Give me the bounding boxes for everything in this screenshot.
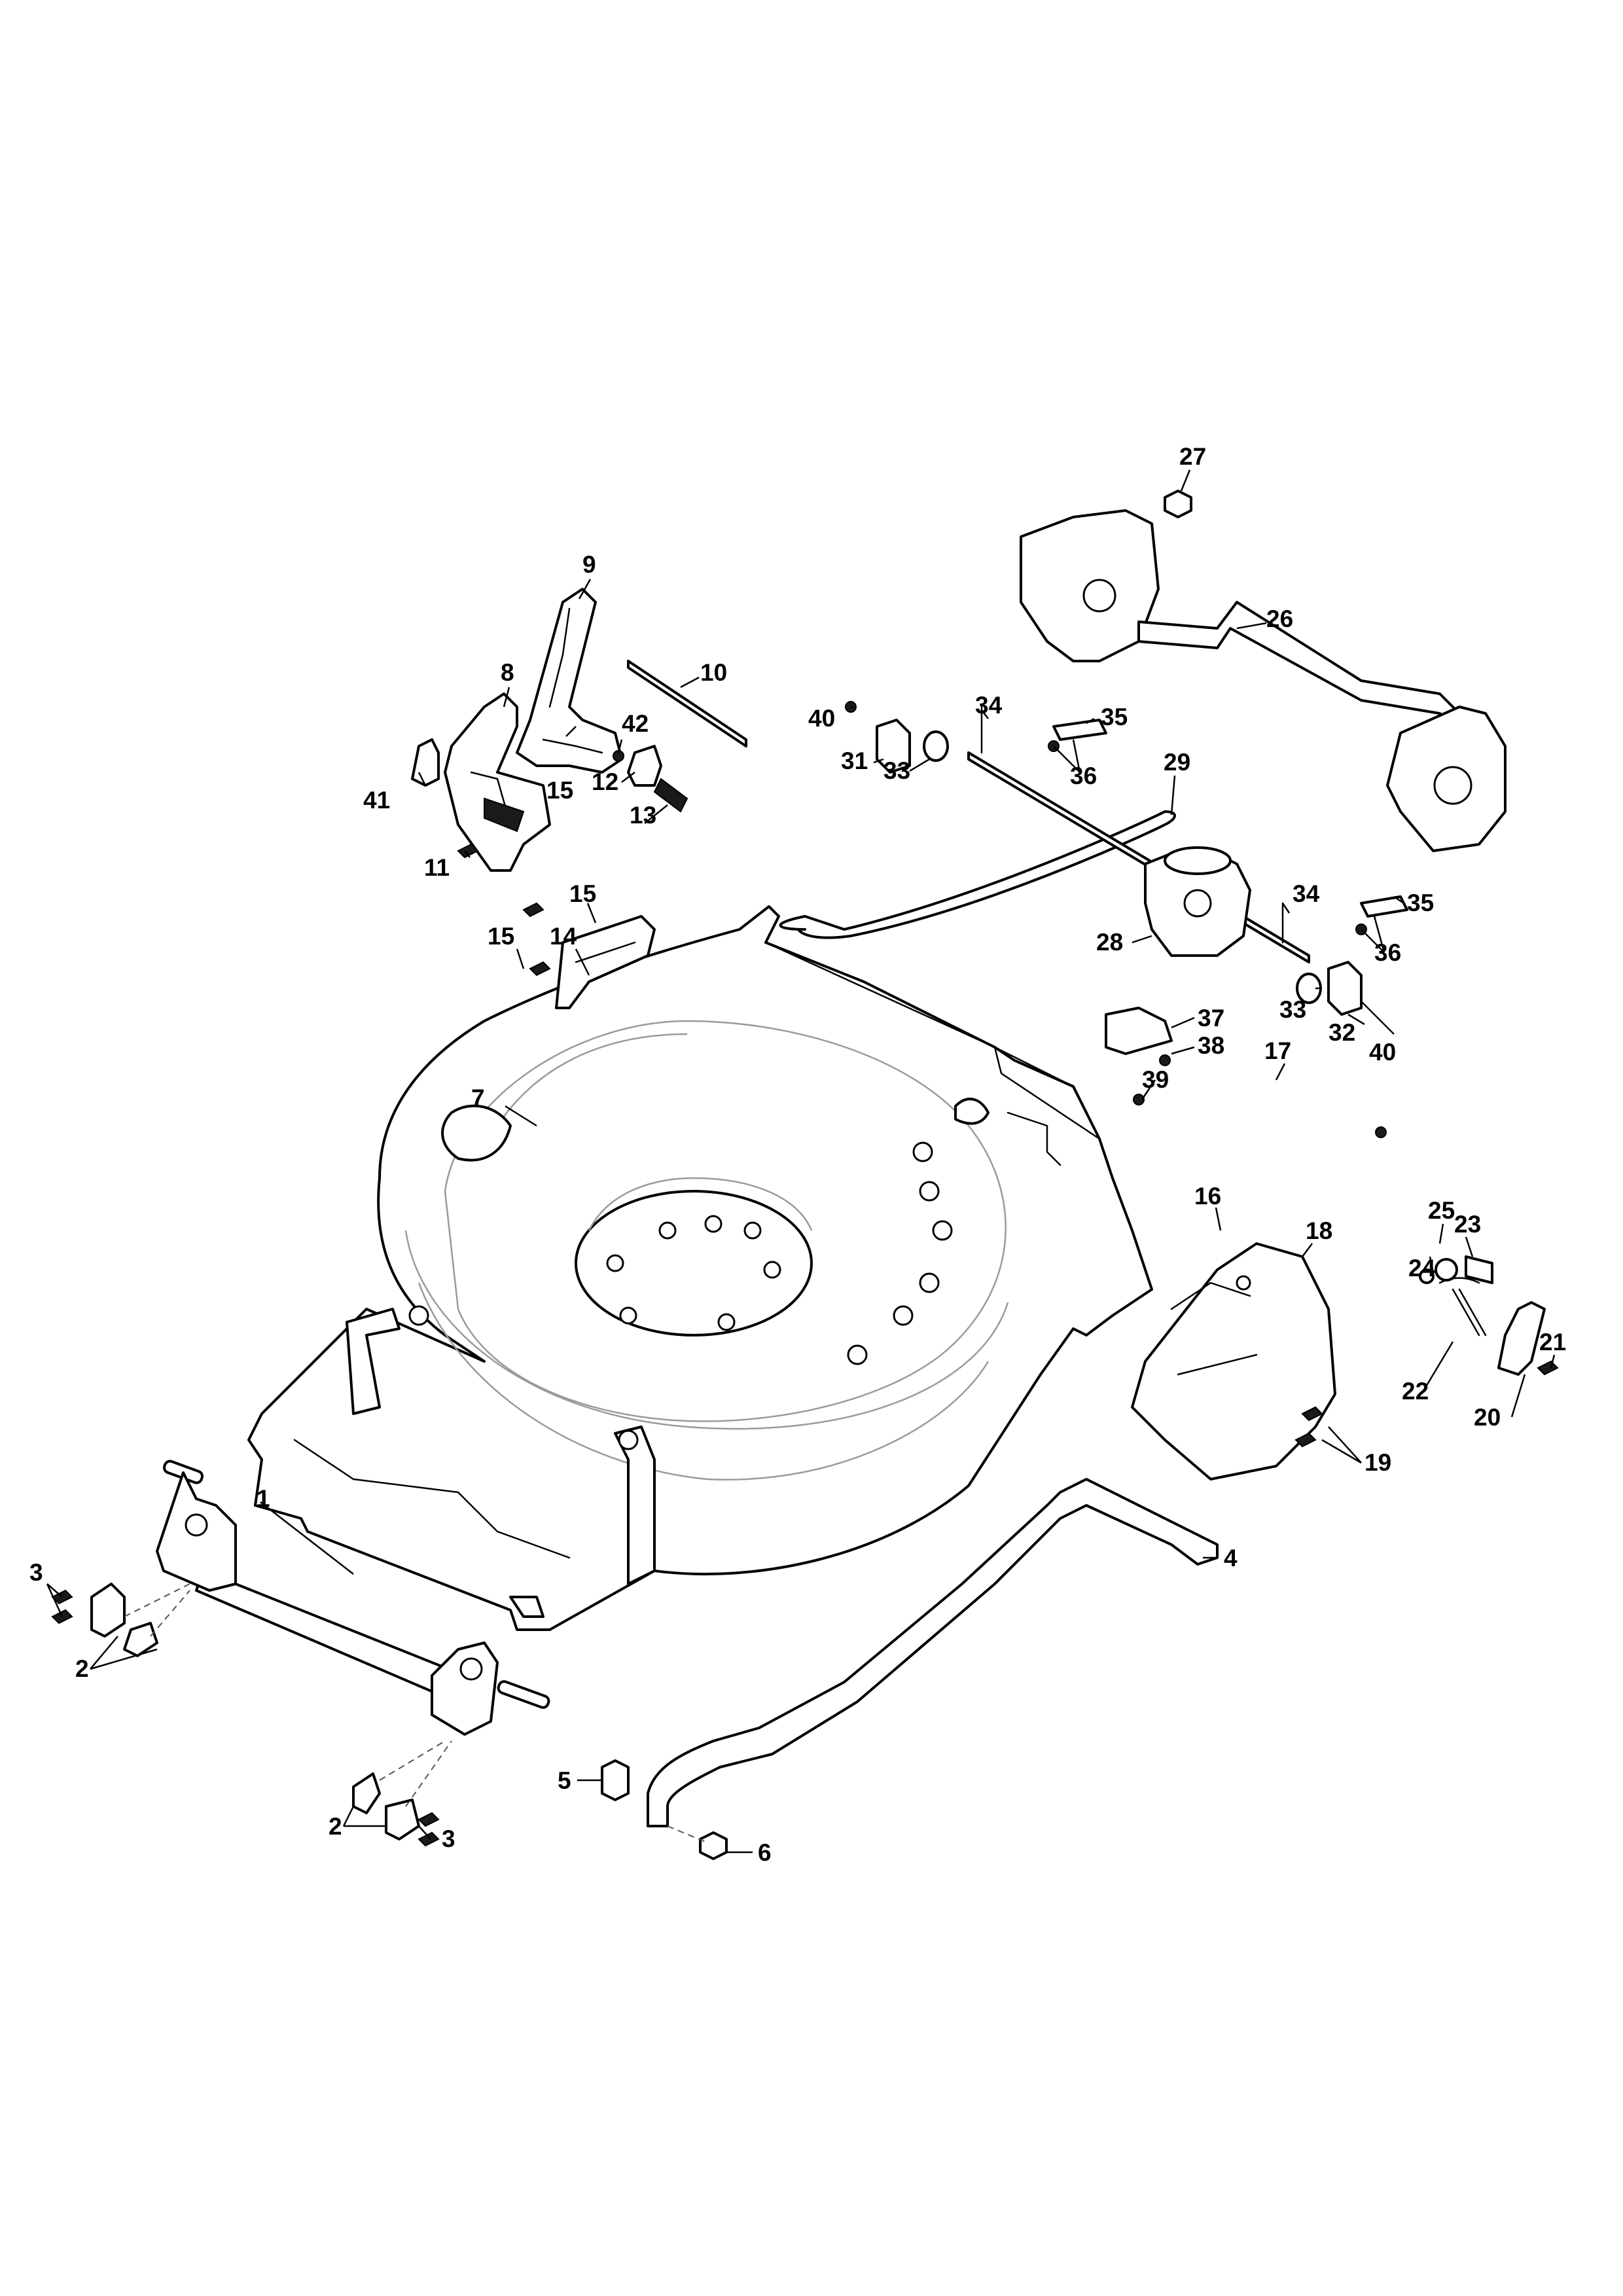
callout: 33 — [1279, 996, 1306, 1023]
callout: 37 — [1198, 1005, 1224, 1031]
callout: 35 — [1101, 704, 1128, 730]
drive-assembly — [779, 701, 1408, 1138]
callout: 23 — [1454, 1211, 1481, 1238]
callout: 3 — [29, 1559, 43, 1586]
callout: 31 — [841, 747, 868, 774]
callout: 14 — [550, 923, 577, 950]
callout: 19 — [1364, 1449, 1391, 1476]
callout: 8 — [501, 659, 514, 686]
callout: 22 — [1402, 1378, 1429, 1405]
callout: 36 — [1374, 939, 1401, 966]
callout: 34 — [975, 692, 1003, 719]
callout: 25 — [1428, 1197, 1455, 1224]
callout: 21 — [1539, 1329, 1566, 1355]
callout: 2 — [329, 1813, 342, 1840]
spring-bracket-assembly — [1419, 1255, 1559, 1376]
callout: 33 — [883, 757, 910, 784]
callout: 15 — [488, 923, 514, 950]
callout: 1 — [257, 1485, 270, 1512]
callout: 29 — [1164, 749, 1190, 776]
callout-labels: 1 2 2 3 3 4 5 6 7 8 9 10 11 12 13 14 15 … — [29, 443, 1566, 1866]
callout: 41 — [363, 787, 390, 814]
callout: 28 — [1096, 929, 1123, 956]
mower-deck — [247, 905, 1153, 1631]
callout: 39 — [1142, 1066, 1169, 1093]
front-axle-assembly — [51, 1460, 550, 1847]
callout: 5 — [558, 1767, 571, 1794]
callout: 15 — [546, 777, 573, 804]
callout-leaders — [46, 469, 1556, 1854]
callout: 10 — [700, 659, 727, 686]
callout: 20 — [1474, 1404, 1501, 1431]
callout: 13 — [630, 802, 656, 829]
rear-guard-assembly — [1131, 1242, 1336, 1480]
callout: 9 — [582, 551, 596, 578]
callout: 16 — [1194, 1183, 1221, 1210]
callout: 11 — [424, 854, 450, 881]
callout: 40 — [808, 705, 835, 732]
callout: 3 — [442, 1825, 455, 1852]
callout: 27 — [1179, 443, 1206, 470]
callout: 18 — [1306, 1217, 1332, 1244]
callout: 38 — [1198, 1032, 1224, 1059]
callout: 36 — [1070, 762, 1097, 789]
callout: 42 — [622, 710, 649, 737]
callout: 40 — [1369, 1039, 1396, 1066]
callout: 4 — [1224, 1545, 1238, 1571]
callout: 15 — [569, 880, 596, 907]
callout: 34 — [1293, 880, 1320, 907]
callout: 26 — [1266, 605, 1293, 632]
height-adjust-lever — [411, 588, 747, 1009]
callout: 24 — [1408, 1255, 1436, 1282]
callout: 35 — [1407, 889, 1434, 916]
callout: 12 — [592, 768, 618, 795]
callout: 7 — [471, 1085, 485, 1111]
rear-axle-rod — [601, 1478, 1219, 1860]
callout: 17 — [1264, 1037, 1291, 1064]
callout: 6 — [758, 1839, 772, 1866]
rear-height-assembly — [1020, 490, 1507, 852]
callout: 2 — [75, 1655, 89, 1682]
callout: 32 — [1329, 1019, 1355, 1046]
